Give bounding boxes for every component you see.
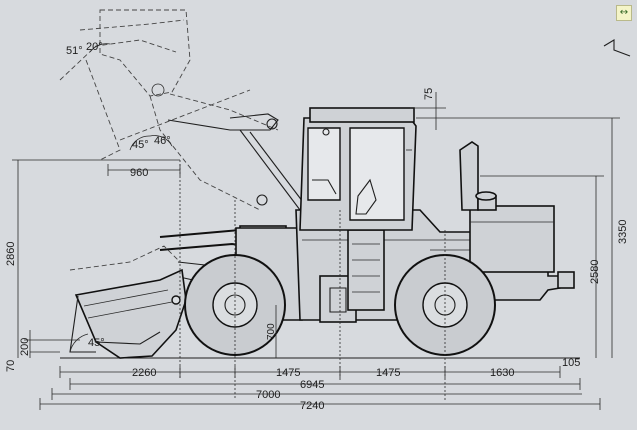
- label-7240: 7240: [300, 400, 324, 412]
- expand-icon[interactable]: ↔: [616, 5, 632, 21]
- edge-fragment: [603, 39, 631, 57]
- label-angle-46-top: 46°: [154, 135, 171, 147]
- label-1475-b: 1475: [376, 367, 400, 379]
- bucket: [69, 268, 187, 359]
- exhaust-stack: [459, 141, 497, 211]
- label-105: 105: [562, 357, 580, 369]
- dimension-labels: 960 2860 3350 2580 75 2260 1475 1475 163…: [5, 88, 629, 412]
- ground-lines: [30, 351, 580, 359]
- label-3350: 3350: [617, 220, 629, 244]
- label-700: 700: [266, 323, 277, 340]
- vertical-dimension-lines: [12, 92, 620, 358]
- label-angle-45-bottom: 45°: [88, 337, 105, 349]
- label-angle-20: 20°: [86, 41, 103, 53]
- label-2580: 2580: [589, 260, 601, 284]
- label-70: 70: [5, 360, 17, 372]
- label-2860: 2860: [5, 242, 17, 266]
- label-1630: 1630: [490, 367, 514, 379]
- angle-arcs: [69, 43, 173, 353]
- label-200: 200: [19, 338, 31, 356]
- label-75: 75: [423, 88, 435, 100]
- label-960: 960: [130, 167, 148, 179]
- label-2260: 2260: [132, 367, 156, 379]
- label-7000: 7000: [256, 389, 280, 401]
- cab: [299, 107, 417, 231]
- label-angle-51: 51°: [66, 45, 83, 57]
- label-6945: 6945: [300, 379, 324, 391]
- label-1475-a: 1475: [276, 367, 300, 379]
- label-angle-45-top: 45°: [132, 139, 149, 151]
- raised-bucket-ghost: [59, 9, 279, 271]
- angle-labels: 51° 20° 45° 46° 45°: [66, 41, 171, 349]
- horizontal-dimension-lines: [39, 164, 601, 410]
